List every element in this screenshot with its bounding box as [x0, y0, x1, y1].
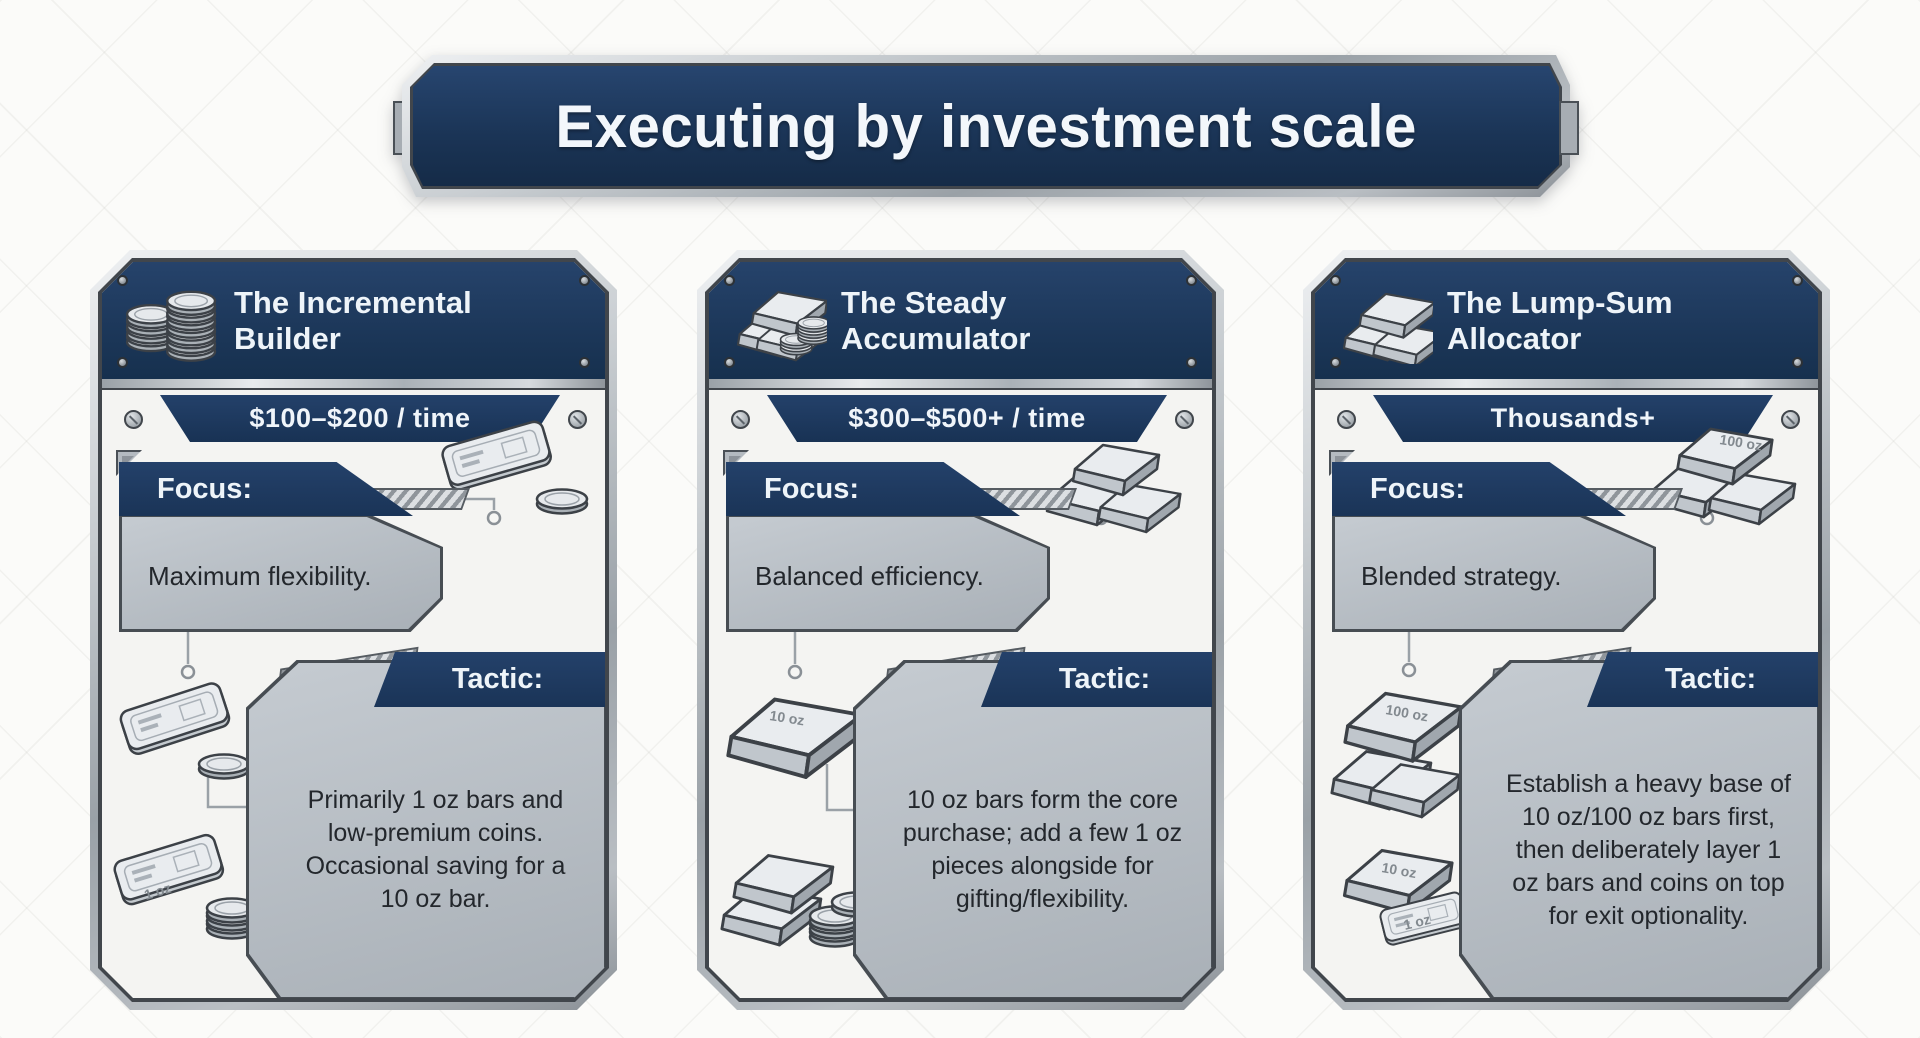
focus-label: Focus: [764, 472, 860, 505]
rivet-icon [579, 275, 590, 286]
rivet-icon [724, 357, 735, 368]
tactic-panel: Establish a heavy base of 10 oz/100 oz b… [1459, 660, 1820, 1000]
silver-bars-stack-icon [1337, 278, 1433, 364]
one-oz-bar-coin-illustration [110, 674, 265, 809]
rivet-icon [1792, 357, 1803, 368]
page-title: Executing by investment scale [555, 92, 1417, 160]
card-header: The Lump-Sum Allocator [1315, 262, 1818, 379]
bars-illustration: 10 oz 1 oz [1319, 814, 1494, 964]
screw-icon [1175, 410, 1194, 429]
metal-divider [102, 379, 605, 390]
bar-engraving: 100 oz [1384, 701, 1429, 724]
focus-text: Blended strategy. [1361, 560, 1562, 591]
focus-tab: Focus: [1332, 462, 1626, 516]
bar-engraving: 10 oz [1380, 859, 1417, 881]
focus-label: Focus: [1370, 472, 1466, 505]
tactic-panel: 10 oz bars form the core purchase; add a… [853, 660, 1214, 1000]
card-header: The Steady Accumulator [709, 262, 1212, 379]
tactic-tab: Tactic: [1587, 652, 1820, 707]
rivet-icon [1186, 357, 1197, 368]
tactic-label: Tactic: [451, 663, 544, 695]
screw-icon [124, 410, 143, 429]
bar-engraving: 100 oz [1719, 431, 1764, 454]
budget-band: $300–$500+ / time [767, 395, 1167, 442]
focus-text: Maximum flexibility. [148, 560, 372, 591]
one-oz-bar-coins-illustration: 1 oz [106, 814, 281, 964]
screw-icon [1337, 410, 1356, 429]
metal-divider [709, 379, 1212, 390]
tactic-text: Primarily 1 oz bars and low-premium coin… [305, 786, 566, 913]
card-title: The Incremental Builder [234, 284, 472, 356]
one-oz-bar-coin-illustration [424, 417, 604, 537]
silver-bars-illustration [1031, 417, 1211, 537]
metal-divider [1315, 379, 1818, 390]
hundred-oz-bars-illustration: 100 oz [1637, 392, 1817, 532]
budget-label: $100–$200 / time [249, 403, 471, 433]
card-lump-sum-allocator: The Lump-Sum Allocator Thousands+ Focus:… [1303, 250, 1830, 1010]
rivet-icon [1792, 275, 1803, 286]
card-title: The Steady Accumulator [841, 284, 1031, 356]
rivet-icon [1186, 275, 1197, 286]
tactic-text: Establish a heavy base of 10 oz/100 oz b… [1506, 769, 1791, 930]
bar-engraving: 10 oz [769, 707, 806, 728]
tactic-label: Tactic: [1664, 663, 1757, 695]
tactic-label: Tactic: [1058, 663, 1151, 695]
tactic-tab: Tactic: [374, 652, 607, 707]
focus-label: Focus: [157, 472, 253, 505]
rivet-icon [579, 357, 590, 368]
budget-label: Thousands+ [1490, 403, 1656, 433]
tactic-text: 10 oz bars form the core purchase; add a… [902, 786, 1183, 913]
budget-label: $300–$500+ / time [848, 403, 1086, 433]
silver-coin-stacks-icon [124, 278, 220, 364]
card-title: The Lump-Sum Allocator [1447, 284, 1673, 356]
card-header: The Incremental Builder [102, 262, 605, 379]
tactic-panel: Primarily 1 oz bars and low-premium coin… [246, 660, 607, 1000]
screw-icon [568, 410, 587, 429]
ten-oz-bar-illustration: 10 oz [717, 674, 872, 809]
silver-bars-and-coins-icon [731, 278, 827, 364]
rivet-icon [1330, 275, 1341, 286]
focus-panel: Blended strategy. [1332, 514, 1656, 632]
focus-panel: Balanced efficiency. [726, 514, 1050, 632]
bar-engraving: 1 oz [1402, 911, 1432, 933]
card-incremental-builder: The Incremental Builder $100–$200 / time… [90, 250, 617, 1010]
budget-band: $100–$200 / time [160, 395, 560, 442]
rivet-icon [1330, 357, 1341, 368]
card-steady-accumulator: The Steady Accumulator $300–$500+ / time… [697, 250, 1224, 1010]
hundred-oz-bar-pile-illustration: 100 oz [1323, 662, 1483, 797]
tactic-tab: Tactic: [981, 652, 1214, 707]
screw-icon [1781, 410, 1800, 429]
rivet-icon [724, 275, 735, 286]
focus-text: Balanced efficiency. [755, 560, 984, 591]
screw-icon [731, 410, 750, 429]
rivet-icon [117, 357, 128, 368]
title-banner: Executing by investment scale [393, 55, 1579, 197]
rivet-icon [117, 275, 128, 286]
bar-engraving: 1 oz [142, 880, 173, 903]
focus-panel: Maximum flexibility. [119, 514, 443, 632]
